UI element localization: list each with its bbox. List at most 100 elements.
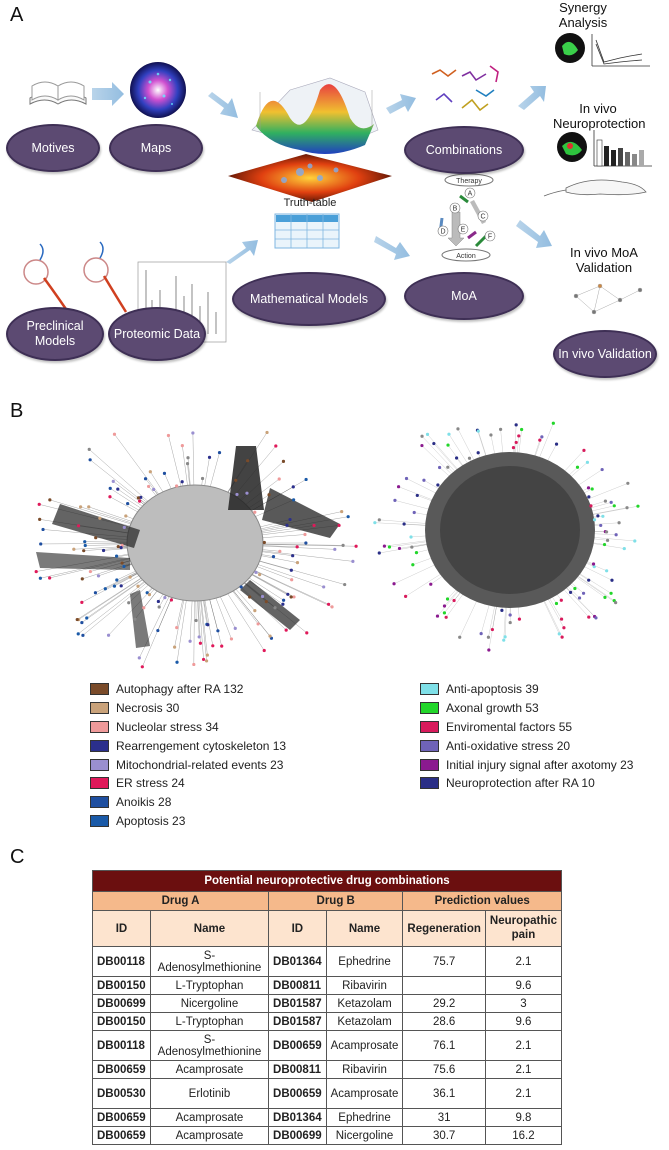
network-node (192, 662, 196, 667)
network-node (435, 614, 440, 618)
legend-item: Rearrengement cytoskeleton 13 (90, 736, 286, 755)
network-node (41, 527, 45, 532)
legend-item: Necrosis 30 (90, 699, 286, 718)
network-node (284, 628, 288, 632)
network-node (34, 569, 38, 574)
cell-regeneration: 36.1 (402, 1078, 486, 1109)
network-node (452, 598, 456, 603)
network-node (622, 546, 626, 551)
network-node (577, 596, 582, 600)
network-node (262, 648, 266, 653)
network-node (392, 582, 396, 586)
network-node (322, 585, 326, 589)
network-node (88, 458, 92, 462)
arrow-7 (516, 220, 552, 248)
network-node (245, 491, 249, 495)
cell-name-a: Acamprosate (149, 1060, 270, 1079)
cell-id-a: DB00150 (92, 1012, 151, 1031)
network-node (599, 523, 603, 528)
network-node (205, 653, 209, 657)
network-node (166, 433, 171, 438)
network-node (444, 615, 448, 619)
network-node (420, 434, 424, 438)
network-node (264, 599, 268, 604)
network-node (291, 554, 295, 558)
network-right (373, 421, 640, 652)
network-node (246, 459, 250, 463)
network-node (382, 544, 387, 548)
network-node (288, 517, 292, 522)
network-node (420, 443, 424, 448)
network-node (174, 484, 179, 488)
network-figures (34, 421, 640, 669)
cell-id-a: DB00699 (92, 994, 151, 1013)
network-node (442, 604, 447, 608)
network-node (511, 445, 516, 450)
cell-id-b: DB00659 (268, 1078, 327, 1109)
network-node (603, 499, 608, 503)
network-node (540, 435, 544, 439)
network-node (163, 596, 167, 600)
legend-swatch (420, 720, 439, 733)
network-node (87, 447, 91, 451)
network-node (173, 645, 177, 649)
network-node (290, 578, 294, 582)
network-node (591, 562, 596, 566)
network-node (80, 600, 84, 604)
network-node (277, 477, 281, 481)
network-node (517, 617, 522, 621)
network-node (126, 502, 130, 506)
network-node (326, 602, 331, 606)
legend-item: Anoikis 28 (90, 793, 286, 812)
network-node (256, 622, 260, 626)
network-node (85, 616, 89, 620)
network-node (601, 514, 605, 518)
network-node (281, 602, 285, 606)
network-node (111, 479, 115, 483)
header-drug-b: Drug B (268, 891, 404, 911)
network-node (446, 465, 450, 469)
moa-action-label: Action (456, 253, 476, 260)
arrow-1 (92, 82, 124, 106)
network-node (414, 551, 419, 555)
network-node (122, 564, 126, 569)
network-node (587, 578, 591, 582)
network-node (354, 544, 358, 548)
oval-combinations: Combinations (404, 126, 524, 174)
network-node (422, 478, 426, 482)
legend-swatch (90, 777, 109, 790)
cell-name-a: S-Adenosylmethionine (149, 946, 270, 977)
cell-name-b: Nicergoline (325, 1126, 404, 1145)
arrow-4 (518, 86, 546, 110)
network-node (330, 605, 334, 609)
arrow-3 (386, 94, 416, 114)
arrow-2 (208, 92, 238, 118)
network-node (373, 521, 377, 525)
network-node (194, 618, 198, 623)
col-id-a: ID (92, 910, 151, 947)
network-node (185, 461, 190, 466)
network-node (114, 554, 119, 558)
network-node (346, 515, 350, 519)
network-node (412, 510, 416, 515)
network-node (411, 563, 415, 567)
network-node (429, 582, 433, 586)
network-node (83, 543, 87, 548)
network-node (303, 532, 307, 537)
network-node (267, 493, 271, 497)
network-node (217, 450, 222, 455)
network-node (436, 483, 440, 487)
network-node (289, 568, 293, 572)
network-node (312, 523, 316, 528)
network-node (156, 599, 160, 604)
network-left (34, 430, 358, 669)
network-node (278, 549, 282, 553)
network-node (248, 595, 252, 599)
network-node (220, 644, 224, 648)
network-node (508, 620, 512, 625)
network-node (592, 518, 597, 522)
